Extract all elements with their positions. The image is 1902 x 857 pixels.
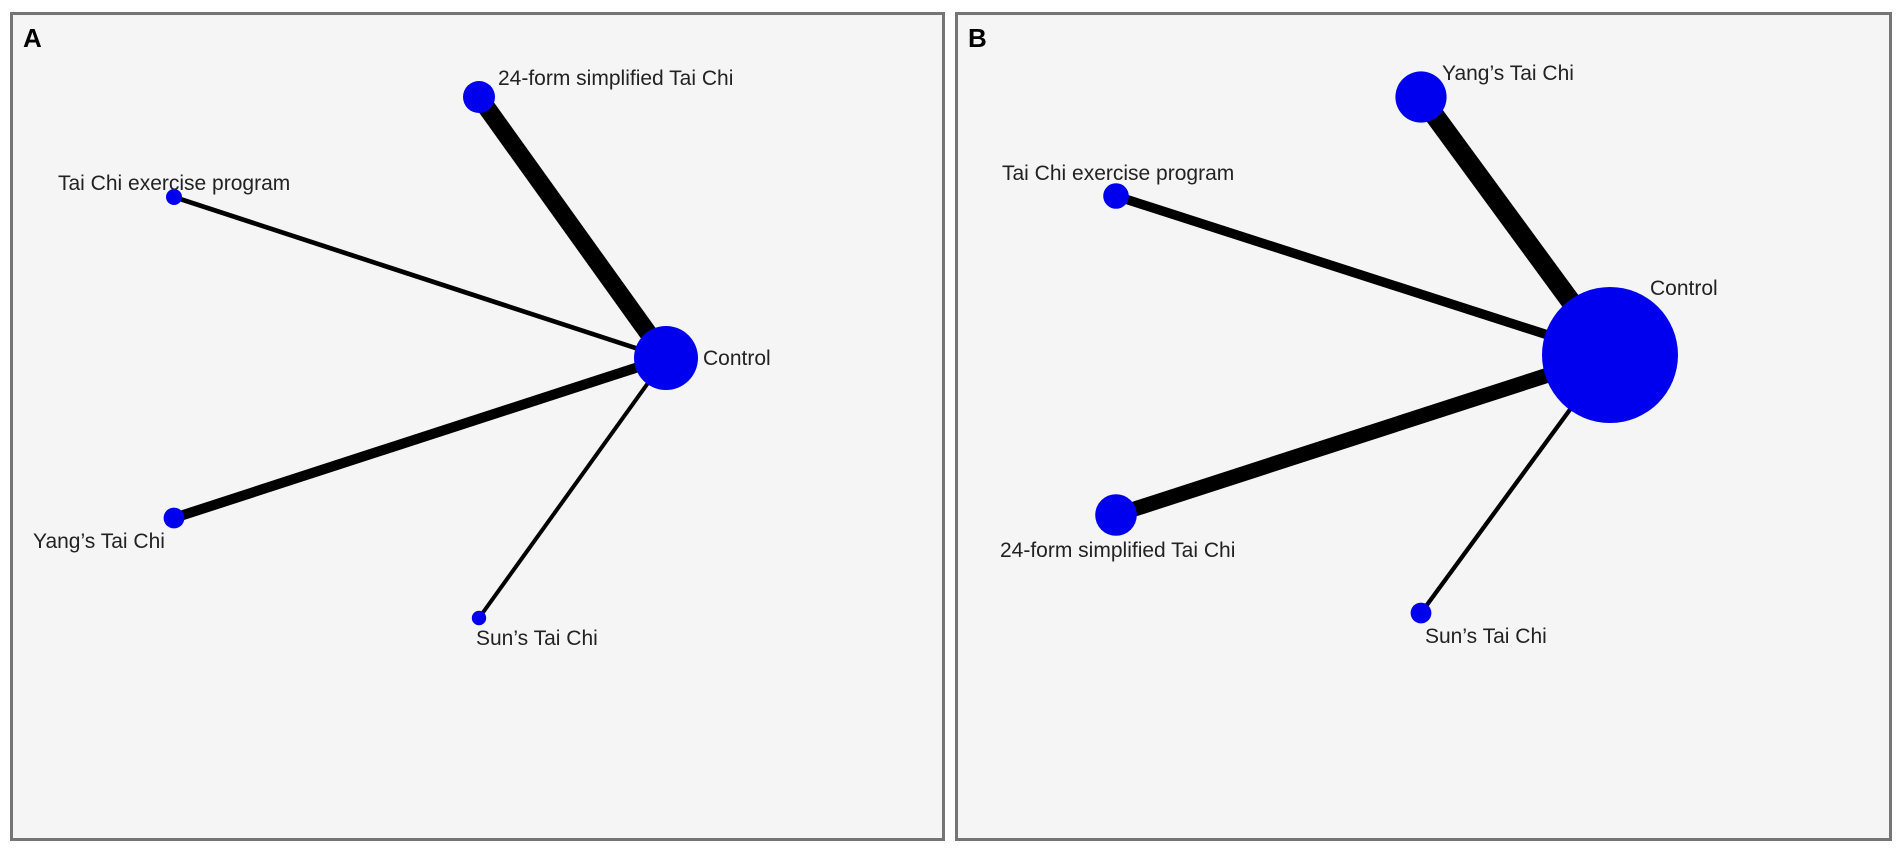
edge-24-form-control [1113, 347, 1613, 523]
node-tcep [166, 189, 182, 205]
node-control [1542, 287, 1678, 423]
node-label-yang: Yang’s Tai Chi [33, 530, 165, 553]
node-yang [1395, 71, 1447, 123]
node-24-form [1095, 494, 1137, 536]
panel-letter-b: B [968, 23, 987, 53]
node-sun [1410, 602, 1432, 624]
edge-yang-control [172, 353, 668, 523]
node-label-tcep: Tai Chi exercise program [58, 172, 290, 195]
node-control [634, 326, 698, 390]
node-label-yang: Yang’s Tai Chi [1442, 62, 1574, 85]
node-sun [471, 610, 487, 626]
node-label-sun: Sun’s Tai Chi [1425, 625, 1547, 648]
node-label-sun: Sun’s Tai Chi [476, 627, 598, 650]
nodes [163, 81, 698, 626]
edge-24-form-control [471, 91, 674, 364]
node-yang [163, 507, 185, 529]
node-label-control: Control [1650, 277, 1718, 300]
node-label-tcep: Tai Chi exercise program [1002, 162, 1234, 185]
node-24-form [463, 81, 495, 113]
edges [172, 91, 674, 620]
node-tcep [1103, 183, 1129, 209]
edge-tcep-control [173, 194, 667, 361]
edge-sun-control [477, 356, 668, 620]
nodes [1095, 71, 1678, 624]
node-label-24-form: 24-form simplified Tai Chi [498, 67, 733, 90]
node-label-control: Control [703, 347, 771, 370]
node-label-24-form: 24-form simplified Tai Chi [1000, 539, 1235, 562]
edge-tcep-control [1114, 191, 1612, 360]
panel-letter-a: A [23, 23, 42, 53]
